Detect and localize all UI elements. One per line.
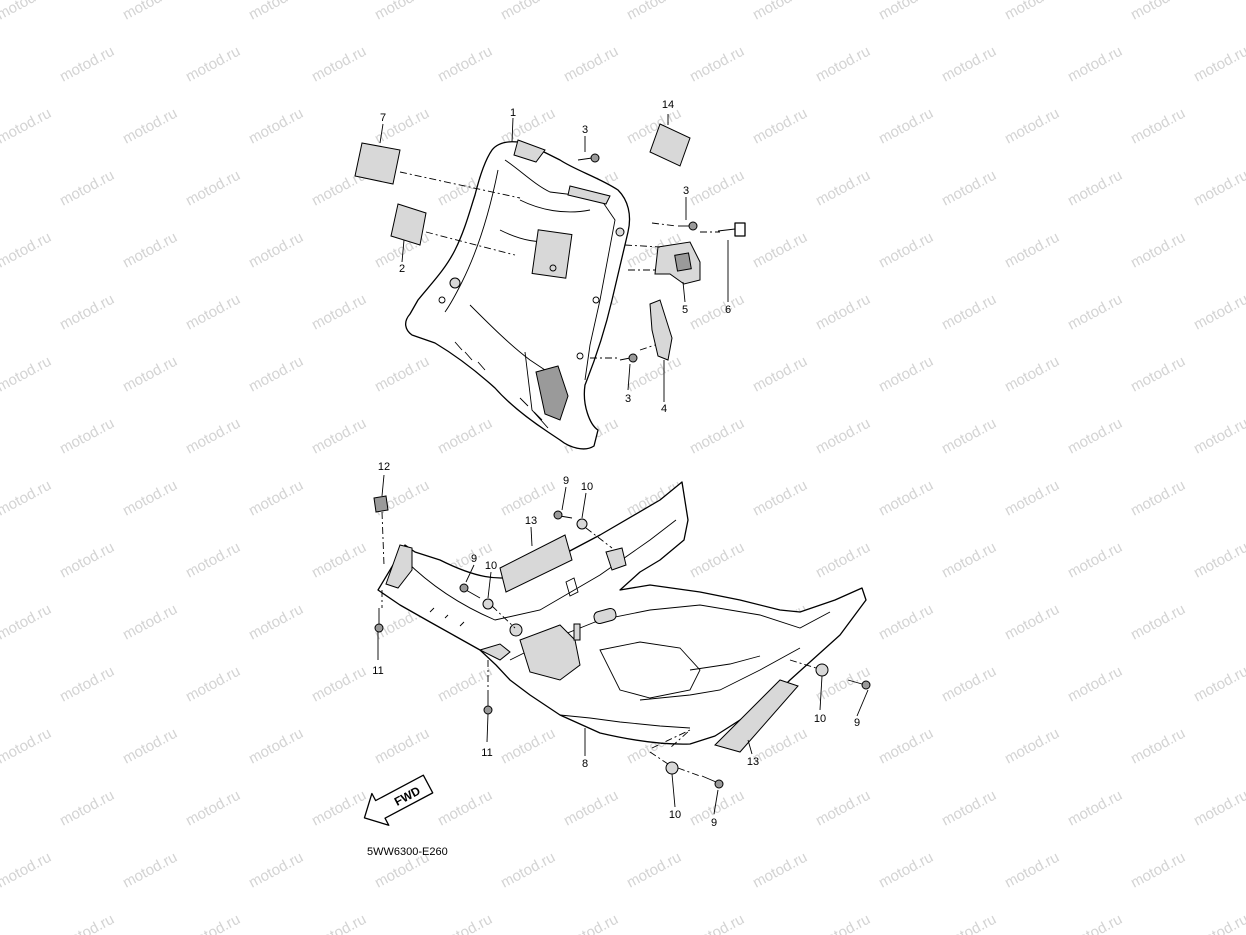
callout-11-left: 11 xyxy=(372,665,383,677)
callout-13-lower: 13 xyxy=(747,756,759,768)
washer-part-10-b xyxy=(482,598,494,610)
callout-13-upper: 13 xyxy=(525,515,537,527)
callout-12: 12 xyxy=(378,461,390,473)
label-plate-part-7 xyxy=(354,142,401,185)
label-plate-part-2 xyxy=(390,203,427,246)
callout-5: 5 xyxy=(682,304,688,316)
decal-part-13-upper xyxy=(499,534,573,593)
callout-14: 14 xyxy=(662,99,674,111)
callout-3-right: 3 xyxy=(683,185,689,197)
bolt-part-9-a xyxy=(553,510,573,520)
washer-part-10-a xyxy=(576,518,588,530)
leg-shield-part-1 xyxy=(405,139,631,450)
callout-11-right: 11 xyxy=(481,747,492,759)
diagram-code: 5WW6300-E260 xyxy=(367,846,448,858)
bolt-part-9-c xyxy=(847,679,871,690)
callout-3-bottom: 3 xyxy=(625,393,631,405)
callout-2: 2 xyxy=(399,263,405,275)
callout-10-a: 10 xyxy=(581,481,593,493)
washer-part-10-c xyxy=(815,663,829,677)
callout-10-b: 10 xyxy=(485,560,497,572)
label-plate-part-14 xyxy=(649,123,691,167)
callout-9-d: 9 xyxy=(711,817,717,829)
callout-numbers: 1 3 14 7 3 2 5 6 3 4 12 9 10 13 9 10 11 … xyxy=(372,99,860,829)
bolt-part-9-d xyxy=(701,775,724,789)
callout-6: 6 xyxy=(725,304,731,316)
bolt-part-9-b xyxy=(459,583,481,599)
callout-10-d: 10 xyxy=(669,809,681,821)
callout-9-b: 9 xyxy=(471,553,477,565)
bracket-part-5 xyxy=(654,241,701,285)
forward-direction-arrow: FWD xyxy=(363,774,434,826)
clip-part-4 xyxy=(649,299,673,361)
clip-nut-part-12 xyxy=(373,495,389,513)
screw-part-11-right xyxy=(483,690,493,743)
decal-part-13-lower xyxy=(714,679,799,753)
bolt-part-6 xyxy=(717,222,746,237)
callout-10-c: 10 xyxy=(814,713,826,725)
screw-part-3-top xyxy=(577,153,600,163)
screw-part-3-bottom xyxy=(619,353,638,363)
footrest-board-part-8 xyxy=(377,481,867,745)
screw-part-3-right xyxy=(678,221,698,231)
callout-3-top: 3 xyxy=(582,124,588,136)
callout-7: 7 xyxy=(380,112,386,124)
callout-9-a: 9 xyxy=(563,475,569,487)
screw-part-11-left xyxy=(374,608,384,660)
callout-1: 1 xyxy=(510,107,516,119)
callout-4: 4 xyxy=(661,403,667,415)
callout-9-c: 9 xyxy=(854,717,860,729)
callout-8: 8 xyxy=(582,758,588,770)
